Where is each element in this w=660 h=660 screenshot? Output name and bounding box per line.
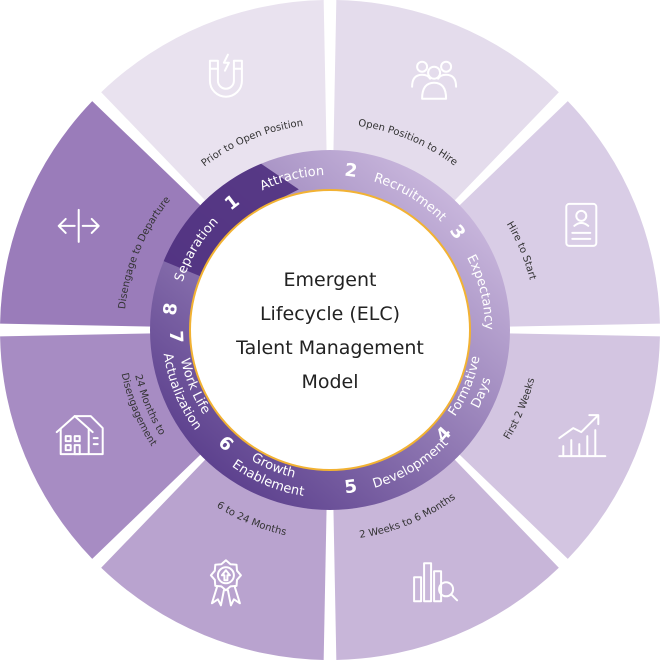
title-line-4: Model xyxy=(301,371,358,393)
people-group-icon xyxy=(411,60,458,100)
growth-chart-icon xyxy=(558,414,607,458)
stage-8-accent-wedge xyxy=(163,163,299,277)
stage-5-number: 5 xyxy=(343,476,358,498)
award-ribbon-icon xyxy=(209,559,242,607)
stage-2-number: 2 xyxy=(343,160,358,182)
stage-7-number-path: 7 xyxy=(165,330,187,343)
stage-2-number-path: 2 xyxy=(343,160,358,182)
stage-8-number: 8 xyxy=(160,301,182,316)
magnet-icon xyxy=(208,53,243,98)
center-circle xyxy=(189,189,471,471)
bar-chart-magnifier-icon xyxy=(413,562,459,603)
stage-5-number-path: 5 xyxy=(343,476,358,498)
title-line-3: Talent Management xyxy=(235,337,424,359)
split-arrows-icon xyxy=(57,208,100,243)
stage-8-number-path: 8 xyxy=(160,301,182,316)
title-line-2: Lifecycle (ELC) xyxy=(260,303,400,325)
stage-7-number: 7 xyxy=(165,330,187,343)
document-icon xyxy=(565,202,598,247)
title-line-1: Emergent xyxy=(284,269,377,291)
house-icon xyxy=(55,415,104,456)
